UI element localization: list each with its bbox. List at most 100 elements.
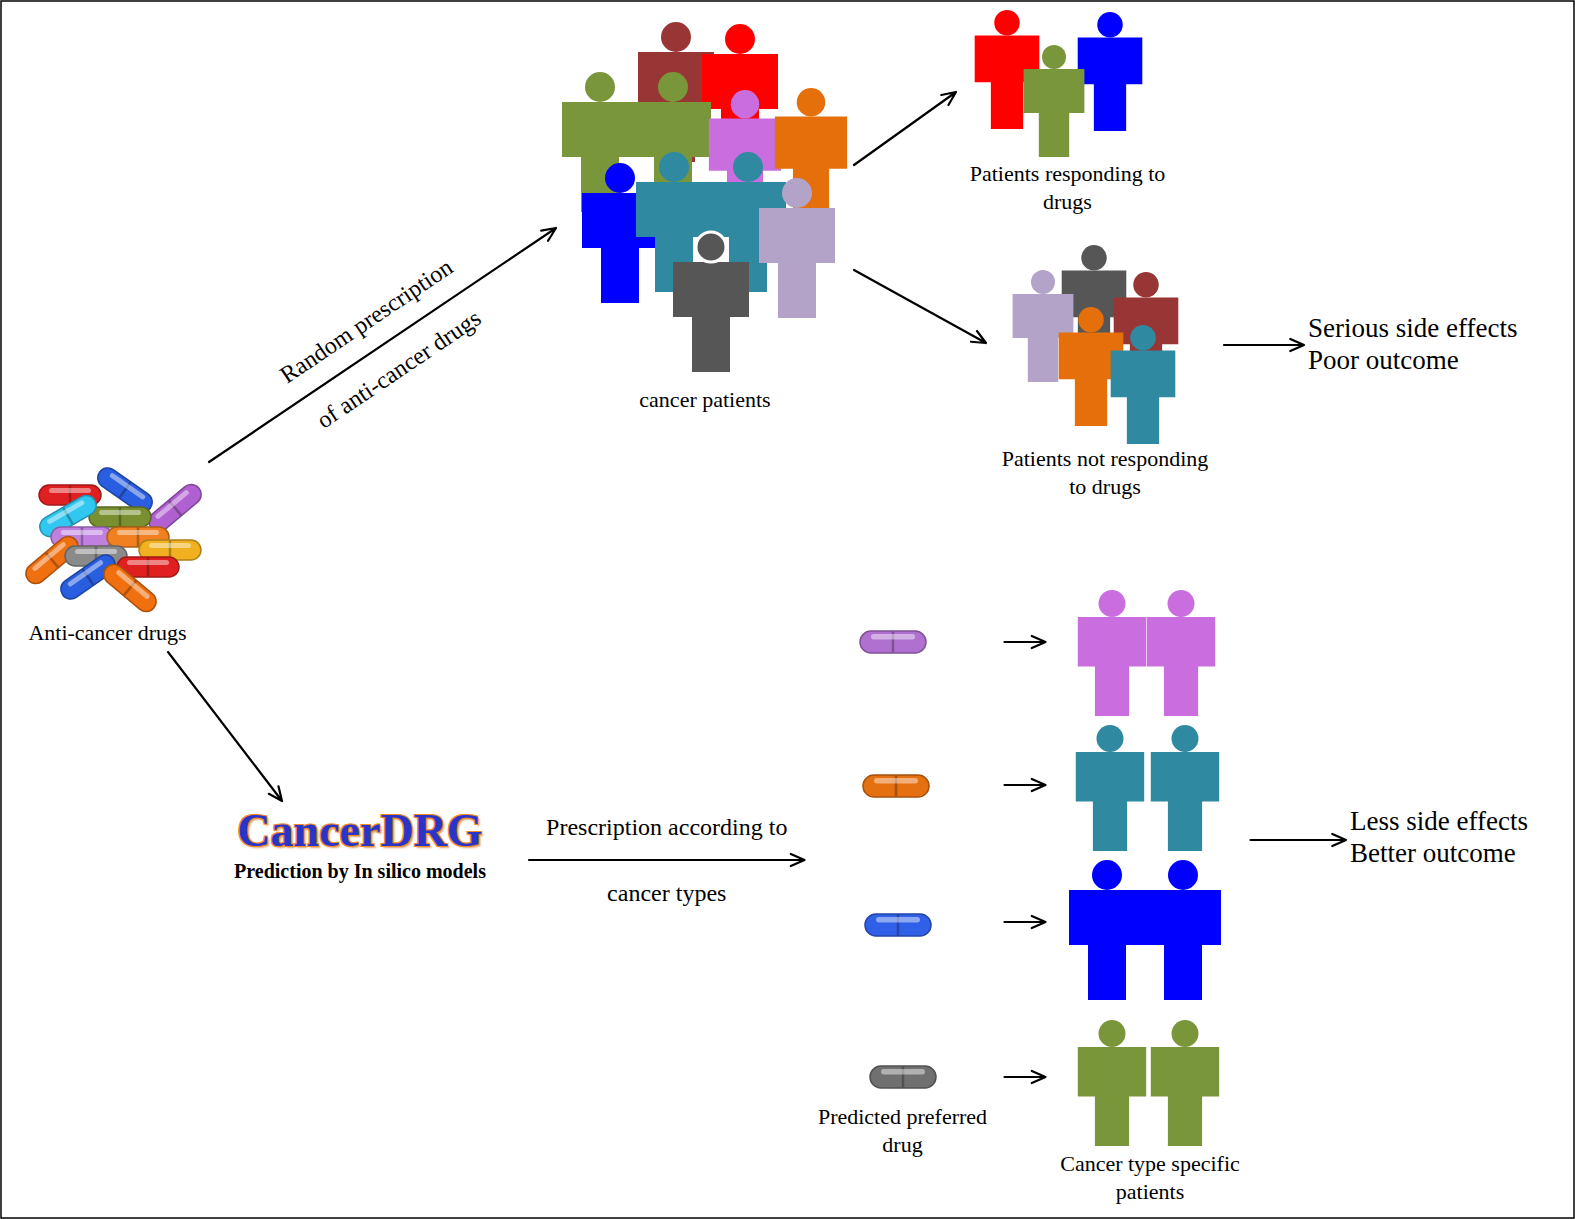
drug-column: Predicted preferred drug <box>809 620 997 1160</box>
person-icon <box>759 178 835 318</box>
edge-label: Prescription according to cancer types <box>542 794 792 926</box>
capsule-shell <box>865 914 931 936</box>
person-body <box>1024 69 1085 113</box>
node-label: Predicted preferred drug <box>813 1103 993 1160</box>
person-head <box>585 72 615 102</box>
person-head <box>1168 590 1195 617</box>
person-head <box>1031 270 1055 294</box>
person-head <box>659 152 689 182</box>
capsule-shine <box>154 489 189 520</box>
person-legs <box>1094 83 1126 131</box>
person-head <box>658 72 688 102</box>
capsule-shine <box>115 569 150 600</box>
capsule-icon <box>89 507 151 527</box>
tool-title: CancerDRGPrediction by In silico models <box>195 805 525 884</box>
patient-crowd-art <box>562 22 847 372</box>
person-head <box>1099 590 1126 617</box>
capsule-icon <box>865 914 931 936</box>
person-head <box>605 163 635 193</box>
connector-arrow <box>529 854 805 866</box>
outcome-text: Less side effects Better outcome <box>1350 805 1560 870</box>
capsule-shine <box>876 917 920 923</box>
node-subtitle: Prediction by In silico models <box>234 858 486 884</box>
person-head <box>1078 307 1104 333</box>
person-head <box>1097 725 1124 752</box>
person-head <box>1172 1020 1199 1047</box>
person-body <box>1111 351 1176 398</box>
person-head <box>1168 860 1198 890</box>
capsule-shell <box>870 1066 936 1088</box>
person-icon <box>1151 1020 1219 1146</box>
person-head <box>1092 860 1122 890</box>
person-body <box>1151 752 1219 802</box>
connector-arrow <box>854 92 956 165</box>
capsule-shine <box>109 472 146 500</box>
person-head <box>1130 325 1156 351</box>
person-body <box>1145 890 1221 945</box>
capsule-shine <box>31 541 66 572</box>
connector-arrow <box>168 652 282 801</box>
capsule-shine <box>127 560 169 565</box>
patient-column: Cancer type specific patients <box>1054 585 1247 1207</box>
person-head <box>696 232 726 262</box>
node-label: Patients responding to drugs <box>965 160 1170 217</box>
person-legs <box>1075 378 1107 426</box>
person-icon <box>1078 1020 1146 1146</box>
outcome-text: Serious side effects Poor outcome <box>1308 312 1558 377</box>
person-head <box>1097 12 1123 38</box>
responder-group: Patients responding to drugs <box>960 5 1175 217</box>
capsule-shine <box>881 1069 925 1075</box>
connector-arrow <box>1251 834 1347 846</box>
responder-art <box>975 10 1143 157</box>
person-body <box>1078 617 1146 667</box>
node-label: Cancer type specific patients <box>1058 1150 1243 1207</box>
node-label: Anti-cancer drugs <box>28 619 186 648</box>
person-body <box>635 102 711 157</box>
capsule-shine <box>75 549 117 554</box>
person-legs <box>991 81 1023 129</box>
person-body <box>673 262 749 317</box>
capsule-shell <box>863 775 929 797</box>
connector-arrow <box>1005 636 1046 1083</box>
person-body <box>1151 1047 1219 1097</box>
person-legs <box>1168 1096 1202 1146</box>
capsule-shine <box>871 634 915 640</box>
person-head <box>1133 272 1159 298</box>
person-head <box>782 178 812 208</box>
person-body <box>775 117 847 169</box>
capsule-shine <box>149 543 191 548</box>
node-label: Less side effects Better outcome <box>1350 805 1560 870</box>
person-body <box>1078 38 1143 85</box>
person-icon <box>1024 45 1085 157</box>
capsule-shine <box>117 530 159 535</box>
person-legs <box>1168 801 1202 851</box>
person-legs <box>1164 666 1198 716</box>
person-icon <box>673 232 749 372</box>
capsule-icon <box>860 631 926 653</box>
capsule-shell <box>89 507 151 527</box>
person-legs <box>601 247 639 303</box>
nonresponder-group: Patients not responding to drugs <box>990 240 1220 502</box>
person-head <box>1081 245 1107 271</box>
capsule-icon <box>863 775 929 797</box>
person-icon <box>1078 12 1143 131</box>
person-legs <box>1127 396 1159 444</box>
person-legs <box>1095 1096 1129 1146</box>
person-legs <box>1164 944 1202 1000</box>
capsule-shine <box>874 778 918 784</box>
capsule-shell <box>100 560 160 615</box>
capsule-shine <box>67 559 104 587</box>
person-head <box>797 88 826 117</box>
person-head <box>1099 1020 1126 1047</box>
capsule-shine <box>61 530 103 535</box>
capsule-shine <box>99 510 141 515</box>
person-legs <box>1028 337 1058 382</box>
person-legs <box>692 316 730 372</box>
person-icon <box>1069 860 1145 1000</box>
capsule-shell <box>860 631 926 653</box>
person-icon <box>1076 725 1144 851</box>
person-icon <box>1151 725 1219 851</box>
person-icon <box>1147 590 1215 716</box>
